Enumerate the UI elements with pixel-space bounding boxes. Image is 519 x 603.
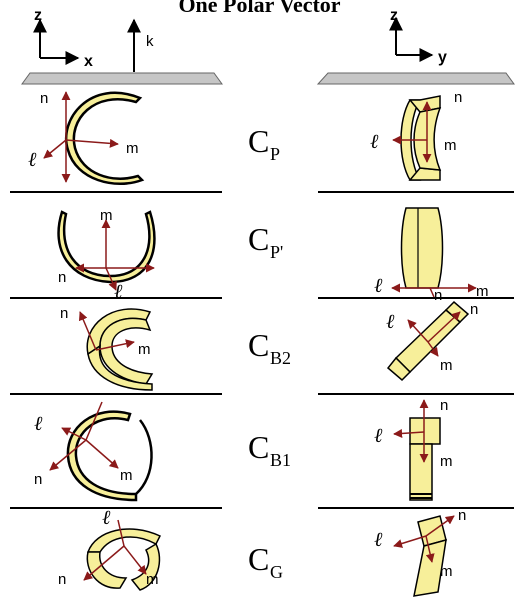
- left-axes: z x k: [33, 7, 154, 72]
- m-label: m: [100, 207, 113, 224]
- row-cb1-right: n ℓ m: [374, 397, 453, 501]
- right-axes: z y: [389, 7, 447, 66]
- svg-text:C: C: [248, 221, 269, 257]
- l-label: ℓ: [28, 149, 37, 171]
- svg-text:B1: B1: [270, 450, 291, 470]
- config-label-cb1: C B1: [248, 429, 291, 470]
- config-label-cp: C P: [248, 123, 280, 164]
- row-cp-right: n m ℓ: [370, 89, 462, 181]
- m-label: m: [440, 563, 453, 580]
- row-cg-right: n ℓ m: [374, 507, 466, 597]
- l-label: ℓ: [374, 529, 383, 551]
- l-label: ℓ: [370, 131, 379, 153]
- m-label: m: [138, 341, 151, 358]
- right-axis-y-label: y: [438, 49, 447, 66]
- m-label: m: [440, 357, 453, 374]
- m-label: m: [120, 467, 133, 484]
- row-cb1-left: ℓ n m: [34, 401, 153, 502]
- row-cp-left: n m ℓ: [28, 90, 145, 185]
- n-label: n: [434, 287, 442, 304]
- row-cpp-right: ℓ n m: [374, 207, 489, 304]
- left-axis-x-label: x: [84, 53, 93, 70]
- figure-title: One Polar Vector: [178, 0, 341, 17]
- n-label: n: [454, 89, 462, 106]
- config-label-cg: C G: [248, 541, 283, 582]
- l-label: ℓ: [374, 275, 383, 297]
- n-label: n: [440, 397, 448, 414]
- svg-text:C: C: [248, 429, 269, 465]
- svg-text:C: C: [248, 541, 269, 577]
- row-cb2-left: n m: [60, 305, 154, 391]
- m-label: m: [476, 283, 489, 300]
- svg-text:G: G: [270, 562, 283, 582]
- l-label: ℓ: [114, 281, 123, 303]
- n-label: n: [58, 571, 66, 588]
- svg-text:P': P': [270, 242, 283, 262]
- m-label: m: [440, 453, 453, 470]
- n-label: n: [60, 305, 68, 322]
- left-top-plate: [21, 72, 223, 85]
- l-label: ℓ: [102, 507, 111, 529]
- right-axis-z-label: z: [390, 7, 398, 24]
- n-label: n: [470, 301, 478, 318]
- svg-text:C: C: [248, 327, 269, 363]
- l-label: ℓ: [374, 425, 383, 447]
- svg-text:C: C: [248, 123, 269, 159]
- config-label-cpp: C P': [248, 221, 283, 262]
- left-axis-z-label: z: [34, 7, 42, 24]
- row-cpp-left: m n ℓ: [57, 207, 156, 303]
- config-label-cb2: C B2: [248, 327, 291, 368]
- separator-lines: [10, 191, 514, 509]
- n-label: n: [40, 90, 48, 107]
- svg-text:B2: B2: [270, 348, 291, 368]
- row-cb2-right: ℓ n m: [386, 300, 478, 382]
- m-label: m: [444, 137, 457, 154]
- m-label: m: [126, 140, 139, 157]
- m-label: m: [146, 571, 159, 588]
- row-cg-left: ℓ n m: [58, 507, 162, 591]
- l-label: ℓ: [386, 311, 395, 333]
- n-label: n: [34, 471, 42, 488]
- l-label: ℓ: [34, 413, 43, 435]
- right-top-plate: [316, 72, 515, 85]
- n-label: n: [58, 269, 66, 286]
- k-vector-label: k: [146, 33, 154, 50]
- svg-text:P: P: [270, 144, 280, 164]
- n-label: n: [458, 507, 466, 524]
